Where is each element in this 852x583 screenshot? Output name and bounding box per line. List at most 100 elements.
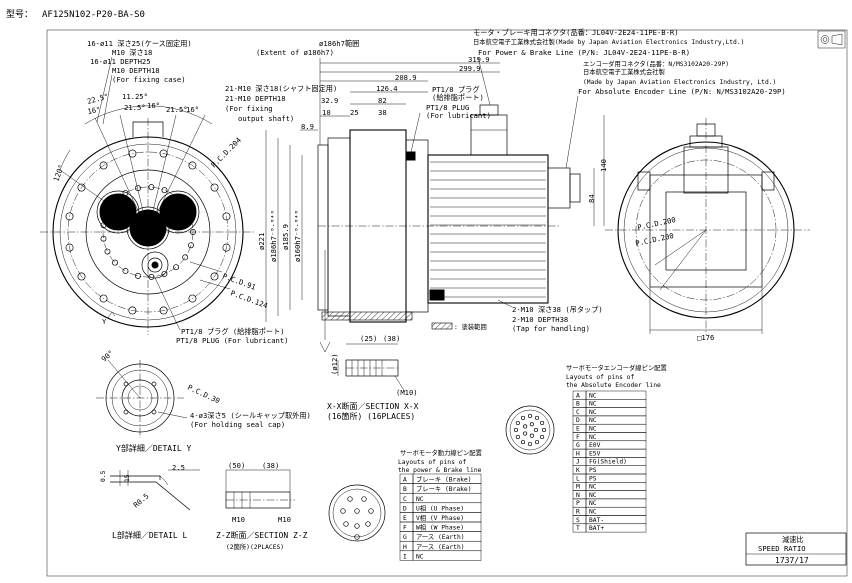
encoder-table-title-jp: サーボモータエンコーダ線ピン配置 [566, 363, 667, 372]
pin-letter: N [576, 492, 580, 499]
pin-letter: A [403, 477, 407, 484]
bolt-hole [77, 272, 86, 281]
power-connector-maker: 日本航空電子工業株式会社製(Made by Japan Aviation Ele… [473, 37, 744, 46]
pin-letter: M [576, 484, 580, 491]
encoder-pin [534, 415, 540, 420]
ratio-en: SPEED RATIO [758, 544, 806, 553]
pin-function: NC [589, 417, 597, 424]
bolt-hole [99, 294, 108, 303]
bolt-hole [222, 212, 231, 221]
dim-140: 140 [599, 159, 608, 172]
tap-hole [161, 270, 168, 277]
pt-plug-en: PT1/8 PLUG [426, 103, 469, 112]
pin-letter: F [576, 434, 580, 441]
pcd-124-label: P.C.D.124 [229, 288, 269, 310]
encoder-connector-face [505, 405, 555, 455]
encoder-pin [533, 427, 539, 433]
tap-hole [100, 235, 107, 242]
pin-function: BAT+ [589, 525, 604, 532]
pin-letter: P [576, 500, 580, 507]
pin-letter: H [576, 450, 580, 457]
mounting-holes-outer [65, 149, 231, 315]
encoder-connector-for: For Absolute Encoder Line (P/N: N/MS3102… [578, 87, 786, 96]
pin-letter: L [576, 475, 580, 482]
front-note-4: M10 DEPTH18 [112, 66, 160, 75]
encoder-pin [515, 420, 520, 426]
extent-jp: ø186h7範囲 [319, 39, 359, 48]
pin-letter: D [403, 505, 407, 512]
pin-letter: D [576, 417, 580, 424]
section-z-m10b: M10 [278, 515, 291, 524]
pin-name-cell [412, 550, 482, 561]
pin-function: アース (Earth) [416, 543, 465, 551]
dim-126-4: 126.4 [376, 84, 398, 93]
motor-fins [430, 161, 546, 298]
tap-hole [148, 273, 155, 280]
pin-function: E5V [589, 450, 601, 457]
encoder-table-title-en2: the Absolute Encoder line [566, 382, 661, 389]
pin-function: NC [589, 392, 597, 399]
pin-function: NC [589, 434, 597, 441]
bolt-hole [222, 243, 231, 252]
tap-hole [173, 264, 180, 271]
bolt-hole [188, 161, 197, 170]
bolt-hole [128, 149, 137, 158]
encoder-connector-maker-en: (Made by Japan Aviation Electronics Indu… [583, 79, 776, 86]
section-z-50: (50) [228, 461, 245, 470]
bolt-hole [210, 183, 219, 192]
detail-y-pcd-30: P.C.D.30 [186, 383, 221, 406]
tap-hole [148, 184, 155, 191]
pin-function: U相 (U Phase) [416, 503, 464, 512]
planet-gear-1 [99, 193, 137, 231]
section-x-title: X-X断面／SECTION X-X [327, 401, 419, 411]
pin-letter: J [576, 459, 580, 466]
shaft-note-en3: output shaft) [238, 114, 294, 123]
bolt-hole [159, 149, 168, 158]
pin-letter: C [403, 496, 407, 503]
section-x-38: (38) [383, 334, 400, 343]
tap-hole [135, 272, 141, 279]
detail-y-angle-90: 90° [100, 348, 116, 363]
pin-function: NC [416, 553, 424, 560]
front-note-5: (For fixing case) [112, 75, 186, 84]
rear-pcd-200a: P.C.D.200 [637, 215, 677, 232]
pin-letter: E [576, 426, 580, 433]
speed-ratio-box [745, 532, 847, 566]
drawing-frame [46, 29, 848, 577]
pin-letter: K [576, 467, 580, 474]
tap-note-en2: (Tap for handling) [512, 324, 590, 333]
encoder-pin [540, 434, 545, 440]
pin-letter: B [403, 486, 407, 493]
section-x-m10: (M10) [396, 388, 418, 397]
power-connector-for: For Power & Brake Line (P/N: JL04V-2E24-… [478, 48, 690, 57]
front-note-1: 16-ø11 深さ25(ケース固定用) [87, 39, 192, 48]
tap-hole [112, 259, 118, 266]
pin-letter: H [403, 544, 407, 551]
power-connector-jp: モータ・ブレーキ用コネクタ(品番：JL04V-2E24-11PE-B-R) [473, 28, 679, 37]
encoder-pin [513, 427, 519, 433]
pin-letter: C [576, 409, 580, 416]
section-z-title: Z-Z断面／SECTION Z-Z [216, 530, 308, 540]
encoder-pin [523, 424, 528, 429]
pin-letter: G [403, 534, 407, 541]
power-table-title-en1: Layouts of pins of [398, 459, 466, 466]
front-note-3: 16-ø11 DEPTH25 [90, 57, 151, 66]
angle-label-3: 16° [87, 105, 101, 116]
detail-l-15: 15 [124, 474, 131, 482]
dim-25: 25 [350, 108, 359, 117]
paint-area-note: : 塗装範囲 [454, 322, 487, 331]
pin-letter: A [576, 392, 580, 399]
dim-8-9: 8.9 [301, 122, 314, 131]
pin-function: NC [416, 496, 424, 503]
pin-function: NC [589, 484, 597, 491]
bolt-hole [99, 161, 108, 170]
tap-hole [188, 242, 194, 249]
front-note-2: M10 深さ18 [112, 48, 152, 57]
section-x-d12: (ø12) [330, 353, 339, 375]
encoder-pin [534, 440, 540, 445]
section-x-count: (16箇所) (16PLACES) [327, 411, 415, 421]
section-z-38: (38) [262, 461, 279, 470]
detail-l-view [110, 469, 200, 511]
angle-label-5: 16° [147, 101, 160, 110]
